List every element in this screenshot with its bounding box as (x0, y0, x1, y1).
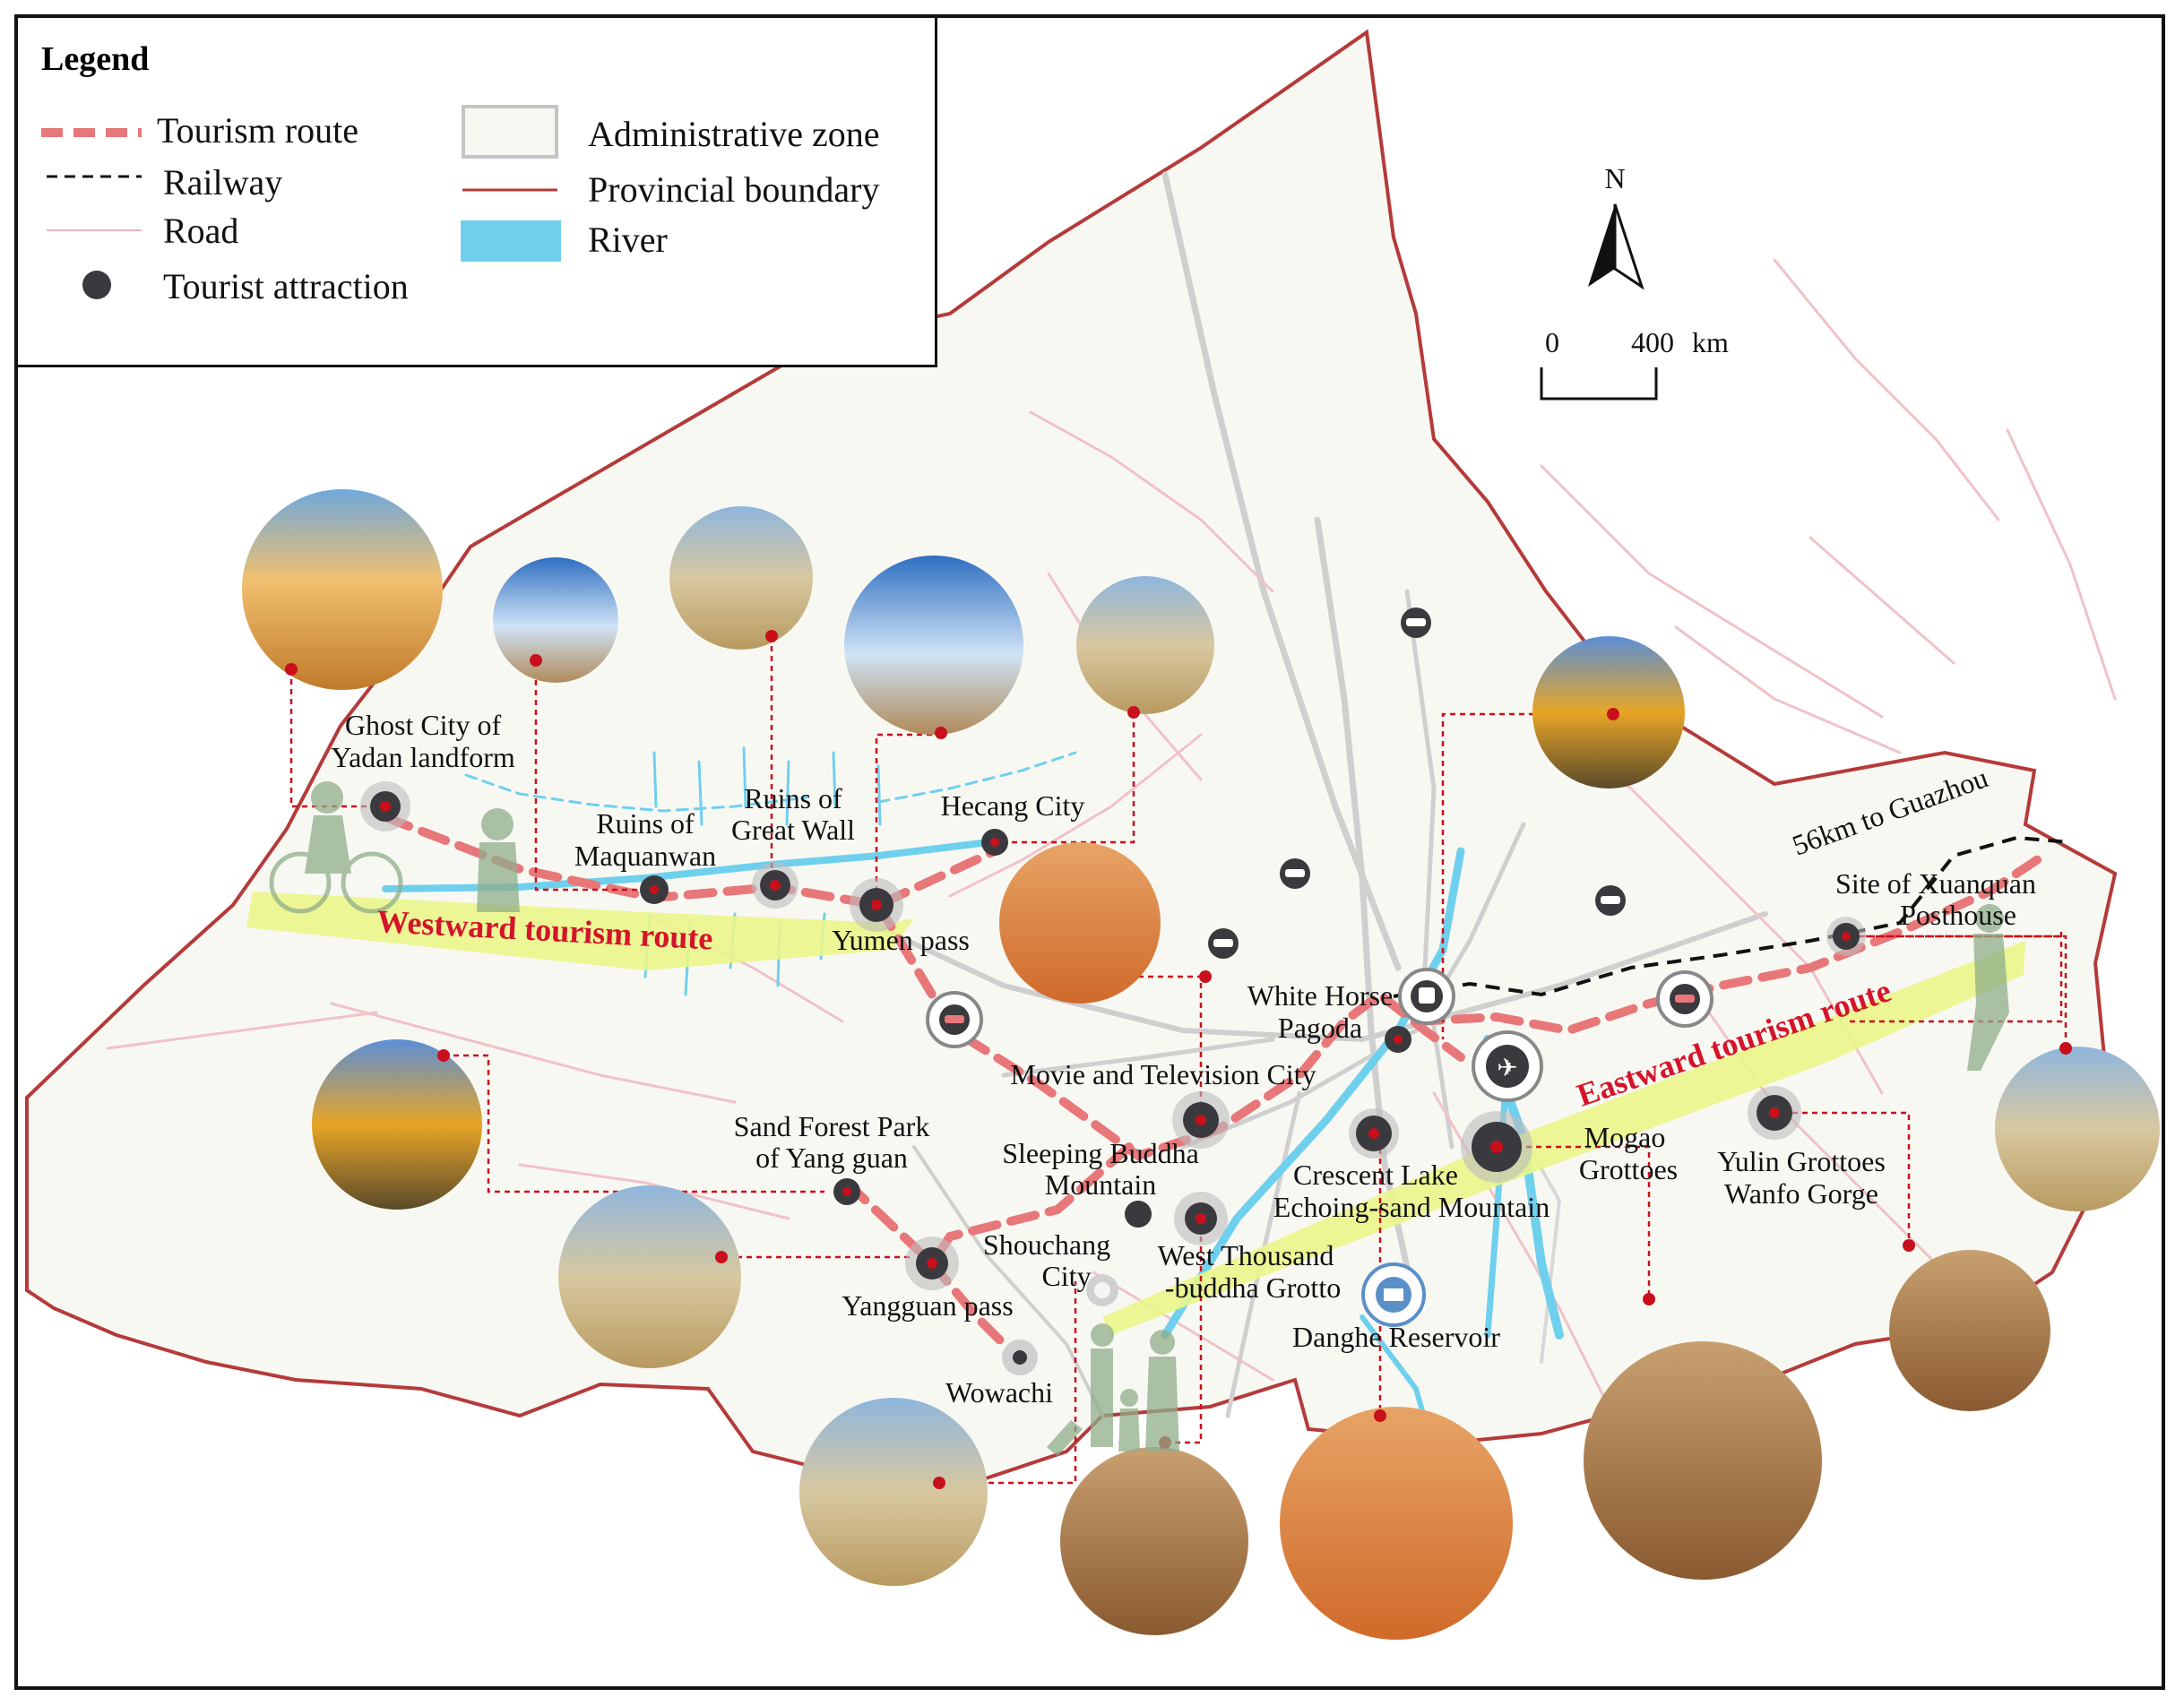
marker-crescent-lake (1349, 1108, 1399, 1159)
photo-xuanquan (1995, 1047, 2160, 1211)
legend-title: Legend (41, 40, 150, 78)
photo-crescent-lake (1280, 1407, 1513, 1640)
photo-mogao (1584, 1341, 1822, 1580)
car-icon (1208, 928, 1239, 959)
reservoir-icon (1361, 1262, 1426, 1327)
photo-yumen-pass (844, 556, 1023, 735)
legend-river: River (588, 220, 668, 260)
marker-west-thousand (1174, 1192, 1228, 1245)
visitor-silhouettes (269, 781, 2009, 1456)
map-frame: ✈ N 0 400 km Westward tourism route East… (14, 14, 2165, 1690)
label-west-thousand: West Thousand-buddha Grotto (1158, 1239, 1342, 1304)
westward-route-band (246, 892, 914, 970)
legend-tourist-attraction: Tourist attraction (163, 266, 409, 306)
svg-text:✈: ✈ (1497, 1053, 1517, 1082)
photo-anchor-dots (285, 630, 2072, 1489)
north-arrow: N (1588, 162, 1644, 290)
marker-sand-forest (833, 1178, 860, 1205)
provincial-boundary-swatch (462, 188, 557, 192)
marker-sleeping-buddha (1125, 1201, 1152, 1228)
railway-line (1393, 835, 2071, 998)
road-swatch (47, 229, 142, 231)
river-swatch (461, 220, 561, 262)
photo-wowachi (799, 1398, 988, 1586)
photographer-figure (481, 808, 514, 840)
label-danghe: Danghe Reservoir (1292, 1321, 1500, 1353)
tourism-route-swatch (41, 128, 142, 137)
car-icon (1280, 858, 1310, 889)
legend-tourism-route: Tourism route (157, 110, 358, 151)
tourist-attraction-swatch (82, 271, 111, 299)
railway-swatch (47, 175, 142, 178)
photo-populus (312, 1039, 482, 1210)
legend-railway: Railway (163, 162, 283, 202)
tourist-attraction-markers (360, 781, 1866, 1375)
car-icon (1595, 885, 1626, 916)
photo-ghost-city (242, 489, 443, 690)
marker-mogao (1461, 1111, 1532, 1183)
marker-maquanwan (640, 875, 669, 904)
marker-xuanquan (1826, 917, 1866, 956)
marker-hecang (981, 829, 1008, 856)
svg-text:0: 0 (1545, 326, 1559, 358)
label-hecang: Hecang City (941, 789, 1085, 822)
svg-text:km: km (1692, 326, 1729, 358)
label-yumen: Yumen pass (832, 924, 970, 956)
photo-west-thousand (1060, 1447, 1248, 1635)
photo-movie-city (999, 842, 1161, 1004)
car-icon (1401, 607, 1431, 638)
marker-movie-city (1172, 1091, 1230, 1149)
marker-great-wall (752, 862, 798, 909)
svg-text:N: N (1604, 162, 1625, 194)
label-wowachi: Wowachi (945, 1376, 1053, 1409)
marker-ghost-city (360, 781, 410, 831)
transport-icons: ✈ (926, 607, 1714, 1327)
car-icon (926, 991, 983, 1048)
family-figure (1091, 1323, 1114, 1347)
svg-text:400: 400 (1631, 326, 1674, 358)
dunhuang-tourism-map: ✈ N 0 400 km Westward tourism route East… (25, 29, 2160, 1640)
photo-yangguan (558, 1185, 741, 1368)
legend: Legend Tourism route Railway Road Touris… (18, 18, 937, 367)
marker-white-horse (1385, 1026, 1411, 1053)
marker-yumen-pass (850, 878, 903, 932)
attraction-photos (242, 489, 2160, 1640)
hiker-figure (1975, 904, 2004, 933)
car-icon (1656, 970, 1714, 1028)
photo-yulin (1889, 1250, 2050, 1411)
marker-yulin (1748, 1086, 1801, 1140)
photo-hecang (1076, 576, 1214, 714)
marker-shouchang (1086, 1274, 1118, 1306)
marker-wowachi (1002, 1340, 1038, 1375)
marker-yangguan (905, 1236, 959, 1290)
eastward-route-band (1102, 941, 2025, 1335)
photo-maquanwan (493, 557, 618, 683)
scale-bar: 0 400 km (1540, 326, 1729, 401)
legend-road: Road (163, 211, 239, 251)
label-yangguan: Yangguan pass (842, 1289, 1013, 1322)
photo-great-wall (669, 506, 813, 650)
label-movie-city: Movie and Television City (1010, 1058, 1316, 1090)
train-station-icon (1398, 968, 1455, 1025)
legend-provincial-boundary: Provincial boundary (588, 169, 880, 210)
airport-icon: ✈ (1472, 1030, 1543, 1102)
road-network (106, 171, 2117, 1418)
administrative-zone-swatch (462, 105, 558, 159)
legend-administrative-zone: Administrative zone (588, 114, 880, 154)
cyclist-figure (311, 781, 343, 814)
